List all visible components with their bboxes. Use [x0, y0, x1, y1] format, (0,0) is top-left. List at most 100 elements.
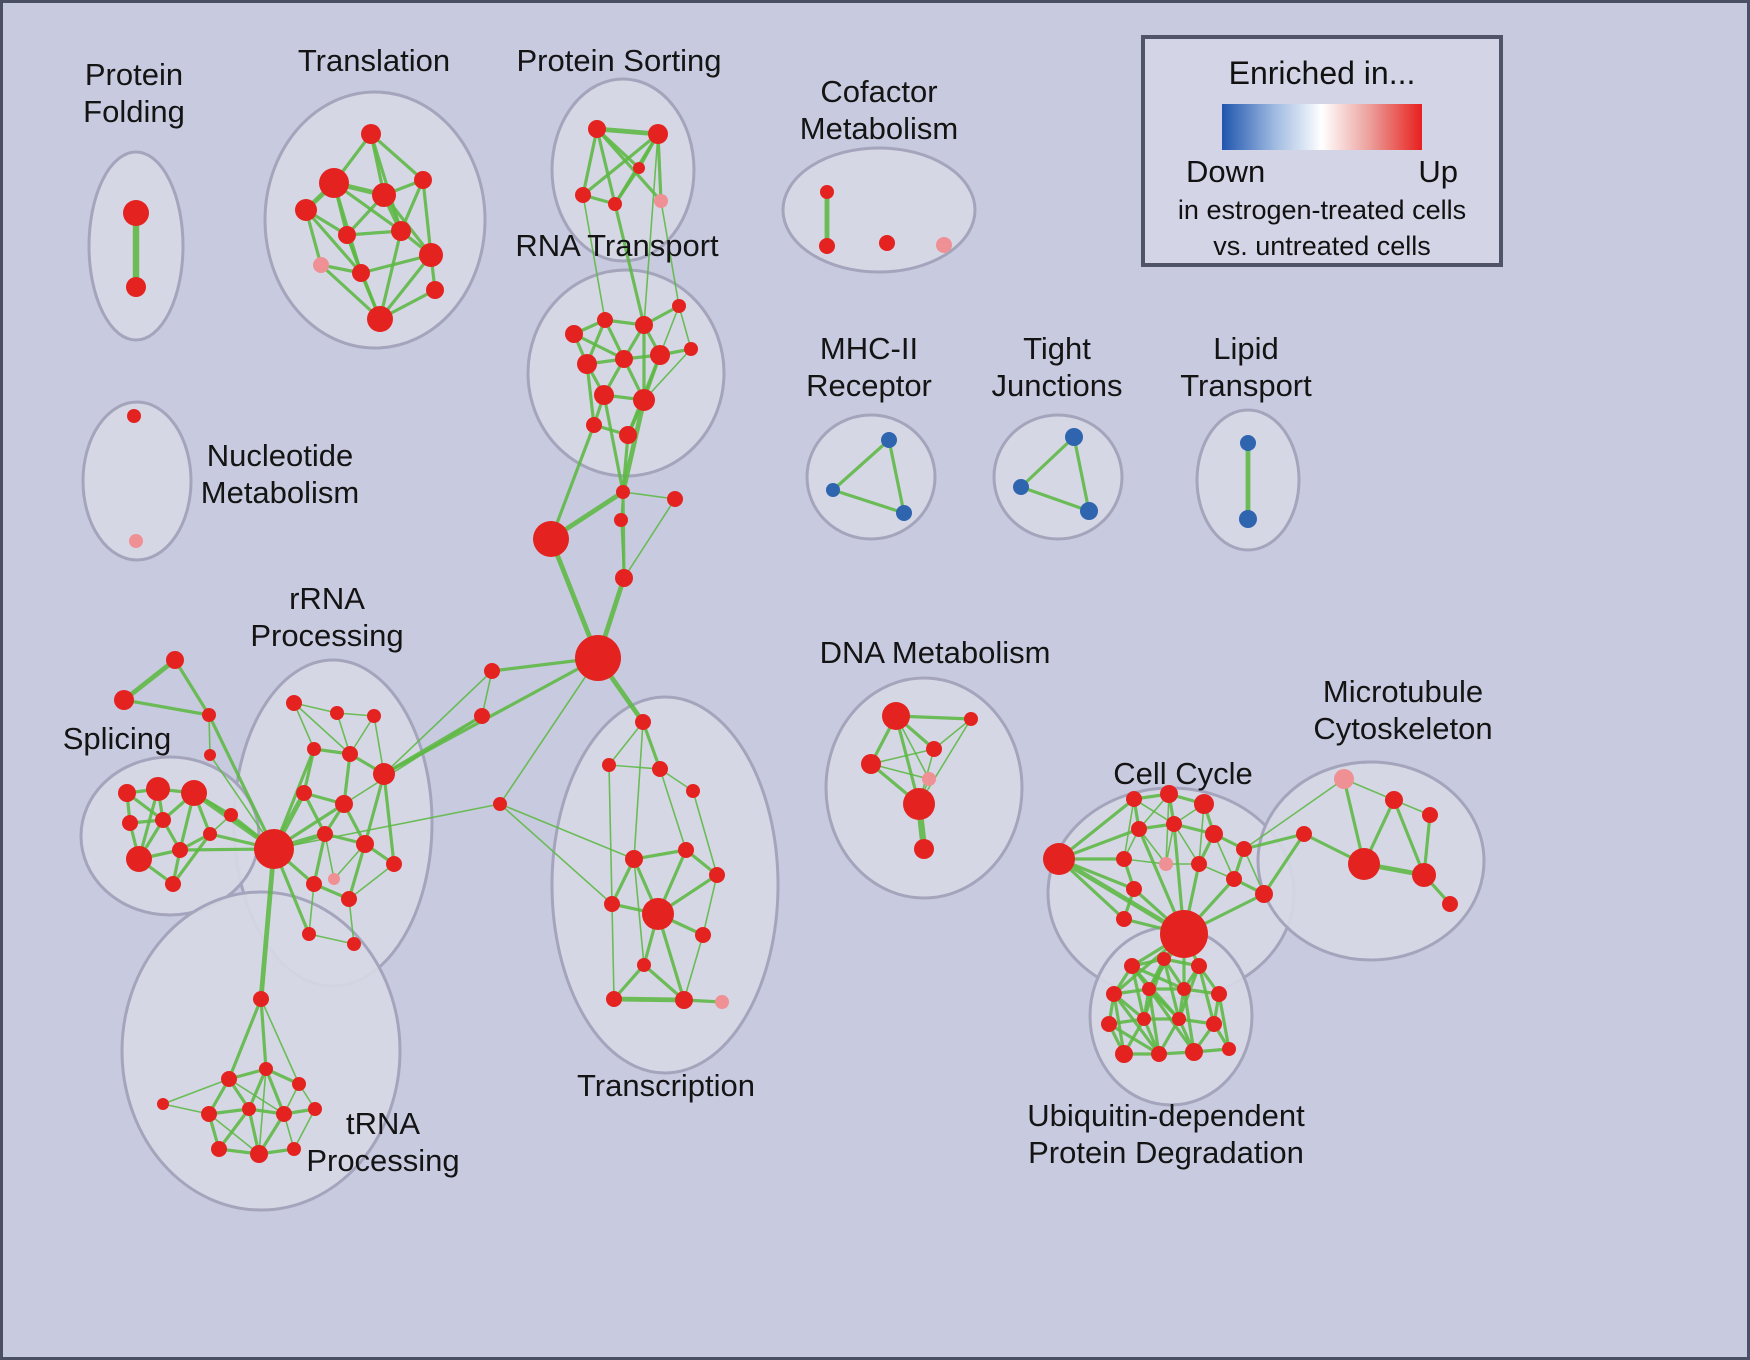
cluster-ellipse-mhc-ii-receptor	[805, 413, 937, 541]
network-edge	[247, 1067, 268, 1111]
network-edge	[499, 803, 635, 860]
network-node	[1116, 911, 1132, 927]
network-edge	[228, 1078, 285, 1115]
network-node	[861, 754, 881, 774]
network-edge	[1056, 856, 1187, 937]
network-node	[1172, 1012, 1186, 1026]
network-edge	[831, 438, 891, 492]
network-node	[914, 839, 934, 859]
network-node	[642, 898, 674, 930]
network-node	[1131, 821, 1147, 837]
network-node	[122, 815, 138, 831]
network-node	[533, 521, 569, 557]
network-node	[820, 185, 834, 199]
network-edge	[692, 790, 718, 876]
network-edge	[383, 670, 493, 775]
network-node	[903, 788, 935, 820]
network-edge	[613, 202, 646, 327]
network-node	[1159, 857, 1173, 871]
network-node	[633, 162, 645, 174]
network-edge	[293, 1108, 316, 1150]
network-node	[157, 1098, 169, 1110]
network-edge	[608, 764, 613, 905]
network-node	[633, 389, 655, 411]
network-node	[126, 846, 152, 872]
network-node	[1240, 435, 1256, 451]
network-edge	[1392, 798, 1426, 877]
network-node	[296, 785, 312, 801]
network-node	[1194, 794, 1214, 814]
network-node	[342, 746, 358, 762]
network-edge	[608, 721, 644, 766]
network-edge	[121, 657, 178, 703]
network-node	[1185, 1043, 1203, 1061]
legend-caption-line2: vs. untreated cells	[1213, 231, 1431, 262]
network-node	[1226, 871, 1242, 887]
legend: Enriched in... Down Up in estrogen-treat…	[1141, 35, 1503, 267]
network-edge	[602, 393, 625, 494]
legend-up-label: Up	[1418, 154, 1458, 189]
network-node	[221, 1071, 237, 1087]
network-node	[1137, 1012, 1151, 1026]
network-edge	[173, 658, 211, 717]
network-node	[715, 995, 729, 1009]
network-edge	[1057, 797, 1136, 861]
cluster-label-protein-sorting: Protein Sorting	[516, 43, 721, 78]
network-node	[276, 1106, 292, 1122]
network-edge	[659, 768, 687, 851]
network-node	[604, 896, 620, 912]
network-node	[619, 426, 637, 444]
network-node	[202, 708, 216, 722]
network-node	[881, 432, 897, 448]
network-edge	[656, 132, 663, 203]
network-node	[250, 1145, 268, 1163]
network-node	[922, 772, 936, 786]
network-edge	[1130, 964, 1146, 1021]
network-node	[575, 635, 621, 681]
network-node	[319, 168, 349, 198]
network-edge	[633, 721, 644, 860]
network-edge	[293, 702, 315, 750]
network-node	[1166, 816, 1182, 832]
network-edge	[611, 996, 687, 1003]
network-edge	[1123, 798, 1135, 860]
network-node	[826, 483, 840, 497]
network-node	[1211, 986, 1227, 1002]
network-node	[614, 513, 628, 527]
network-node	[1160, 785, 1178, 803]
network-node	[330, 706, 344, 720]
network-edge	[643, 133, 659, 326]
network-node	[635, 714, 651, 730]
network-node	[602, 758, 616, 772]
network-node	[1065, 428, 1083, 446]
network-node	[684, 342, 698, 356]
network-edge	[620, 519, 625, 579]
network-node	[1334, 769, 1354, 789]
legend-gradient-bar	[1222, 104, 1422, 150]
network-node	[1115, 1045, 1133, 1063]
network-node	[286, 695, 302, 711]
network-node	[594, 385, 614, 405]
network-edge	[363, 772, 386, 846]
network-node	[361, 124, 381, 144]
network-node	[254, 829, 294, 869]
network-node	[1106, 986, 1122, 1002]
network-edge	[171, 832, 212, 886]
network-node	[667, 491, 683, 507]
network-node	[588, 120, 606, 138]
network-node	[1239, 510, 1257, 528]
network-edge	[369, 132, 425, 182]
network-edge	[918, 718, 972, 805]
network-edge	[1112, 992, 1161, 1056]
network-edge	[1019, 435, 1076, 489]
legend-title: Enriched in...	[1228, 55, 1416, 91]
network-node	[1013, 479, 1029, 495]
cluster-label-dna-metabolism: DNA Metabolism	[820, 635, 1051, 670]
network-edge	[633, 858, 645, 966]
network-edge	[162, 1078, 230, 1105]
network-edge	[227, 997, 263, 1081]
